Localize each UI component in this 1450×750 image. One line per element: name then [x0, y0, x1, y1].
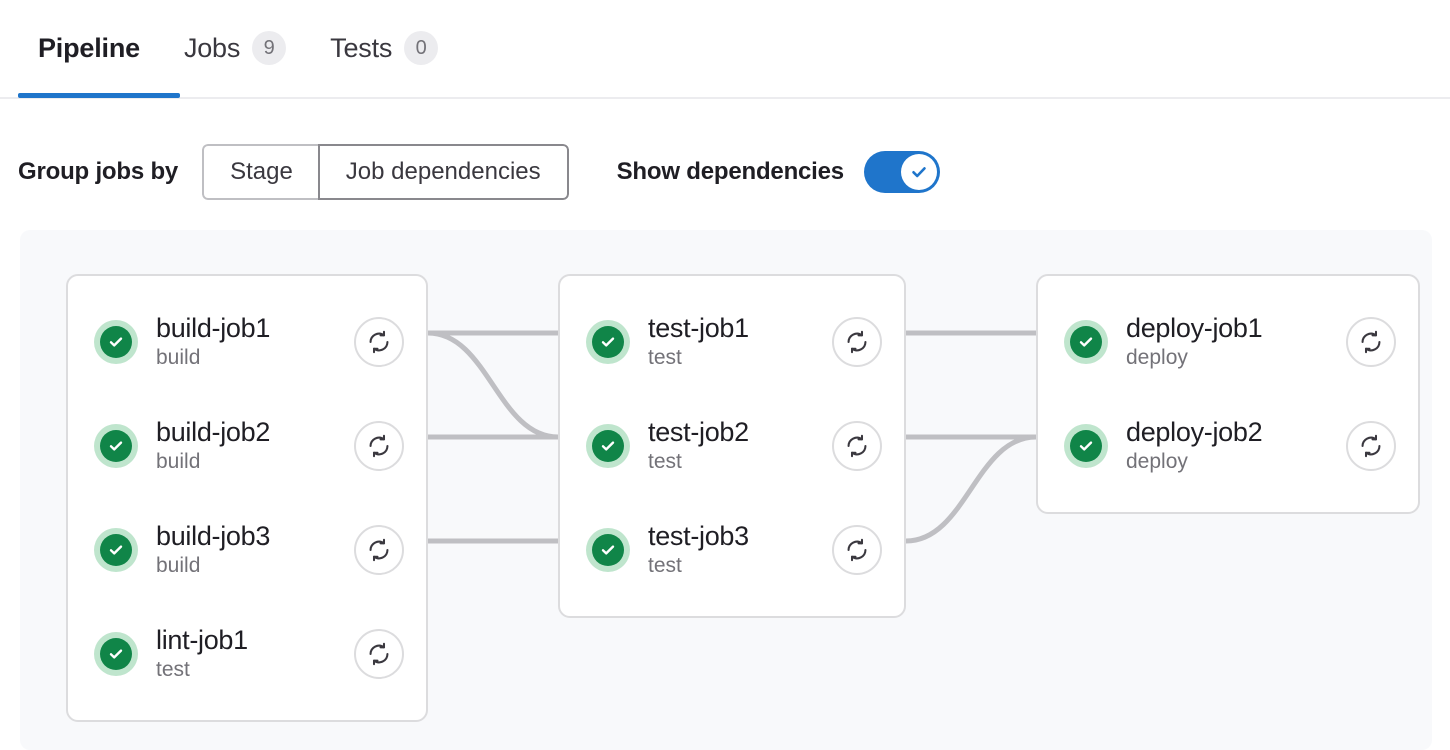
- job-row[interactable]: build-job1 build: [68, 290, 426, 394]
- retry-icon[interactable]: [832, 421, 882, 471]
- retry-icon[interactable]: [1346, 421, 1396, 471]
- job-name: test-job3: [648, 520, 749, 551]
- job-stage: test: [648, 449, 682, 473]
- job-row[interactable]: build-job3 build: [68, 498, 426, 602]
- job-info: test-job2 test: [648, 417, 832, 475]
- tab-jobs[interactable]: Jobs 9: [162, 26, 308, 70]
- job-info: lint-job1 test: [156, 625, 354, 683]
- retry-icon[interactable]: [354, 421, 404, 471]
- status-success-icon: [586, 320, 630, 364]
- job-stage: test: [648, 345, 682, 369]
- job-name: build-job1: [156, 312, 271, 343]
- retry-icon[interactable]: [1346, 317, 1396, 367]
- tab-tests-label: Tests: [330, 32, 393, 63]
- job-info: deploy-job2 deploy: [1126, 417, 1346, 475]
- job-stage: deploy: [1126, 449, 1188, 473]
- tabs-bar: Pipeline Jobs 9 Tests 0: [0, 0, 1450, 99]
- status-success-icon: [1064, 320, 1108, 364]
- job-stage: build: [156, 449, 201, 473]
- status-success-icon: [1064, 424, 1108, 468]
- job-name: build-job2: [156, 416, 271, 447]
- retry-icon[interactable]: [354, 525, 404, 575]
- tab-pipeline[interactable]: Pipeline: [18, 26, 162, 70]
- retry-icon[interactable]: [832, 317, 882, 367]
- job-row[interactable]: test-job1 test: [560, 290, 904, 394]
- tabs-list: Pipeline Jobs 9 Tests 0: [18, 26, 460, 70]
- job-row[interactable]: test-job3 test: [560, 498, 904, 602]
- active-tab-indicator: [18, 93, 180, 98]
- job-row[interactable]: build-job2 build: [68, 394, 426, 498]
- job-name: lint-job1: [156, 624, 248, 655]
- job-info: test-job3 test: [648, 521, 832, 579]
- status-success-icon: [94, 320, 138, 364]
- group-jobs-by-label: Group jobs by: [18, 158, 179, 185]
- job-row[interactable]: test-job2 test: [560, 394, 904, 498]
- graph-controls: Group jobs by Stage Job dependencies Sho…: [18, 144, 940, 200]
- job-name: deploy-job2: [1126, 416, 1263, 447]
- job-name: test-job2: [648, 416, 749, 447]
- show-dependencies-label: Show dependencies: [616, 158, 845, 185]
- job-stage: test: [648, 553, 682, 577]
- retry-icon[interactable]: [354, 317, 404, 367]
- retry-icon[interactable]: [354, 629, 404, 679]
- job-info: build-job3 build: [156, 521, 354, 579]
- job-name: build-job3: [156, 520, 271, 551]
- check-icon: [912, 167, 926, 178]
- job-card-column-2: test-job1 test test-job2 test: [558, 274, 906, 618]
- job-stage: test: [156, 657, 190, 681]
- edge-test-job3-deploy-job2: [903, 434, 1039, 544]
- tab-tests-badge: 0: [404, 31, 439, 65]
- job-name: test-job1: [648, 312, 749, 343]
- pipeline-graph-panel: build-job1 build build-job2 build: [20, 230, 1432, 750]
- retry-icon[interactable]: [832, 525, 882, 575]
- status-success-icon: [94, 528, 138, 572]
- job-row[interactable]: lint-job1 test: [68, 602, 426, 706]
- edge-build-job1-test-job2: [425, 330, 561, 440]
- job-info: deploy-job1 deploy: [1126, 313, 1346, 371]
- job-card-column-3: deploy-job1 deploy deploy-job2 deploy: [1036, 274, 1420, 514]
- toggle-knob: [900, 154, 937, 190]
- job-stage: deploy: [1126, 345, 1188, 369]
- job-stage: build: [156, 345, 201, 369]
- show-dependencies-group: Show dependencies: [617, 151, 940, 193]
- status-success-icon: [94, 424, 138, 468]
- tab-tests[interactable]: Tests 0: [308, 26, 460, 70]
- job-row[interactable]: deploy-job1 deploy: [1038, 290, 1418, 394]
- segment-job-dependencies[interactable]: Job dependencies: [317, 144, 569, 200]
- tab-pipeline-label: Pipeline: [38, 32, 140, 63]
- job-stage: build: [156, 553, 201, 577]
- status-success-icon: [94, 632, 138, 676]
- job-name: deploy-job1: [1126, 312, 1263, 343]
- tab-jobs-label: Jobs: [183, 32, 241, 63]
- group-by-segmented-control: Stage Job dependencies: [202, 144, 569, 200]
- job-row[interactable]: deploy-job2 deploy: [1038, 394, 1418, 498]
- show-dependencies-toggle[interactable]: [863, 151, 940, 193]
- segment-stage[interactable]: Stage: [202, 144, 319, 200]
- status-success-icon: [586, 528, 630, 572]
- job-info: test-job1 test: [648, 313, 832, 371]
- status-success-icon: [586, 424, 630, 468]
- job-info: build-job1 build: [156, 313, 354, 371]
- job-info: build-job2 build: [156, 417, 354, 475]
- tab-jobs-badge: 9: [252, 31, 287, 65]
- job-card-column-1: build-job1 build build-job2 build: [66, 274, 428, 722]
